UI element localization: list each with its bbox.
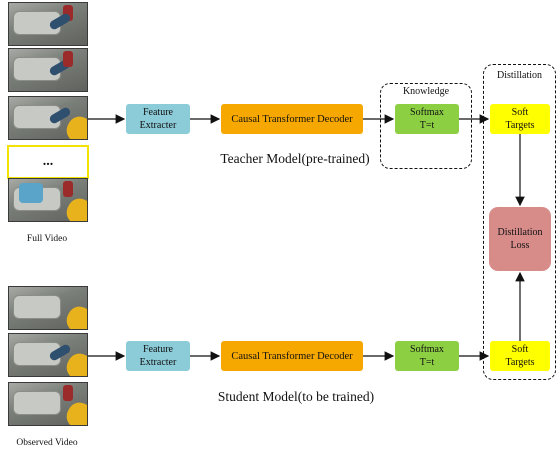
observed-video-frame-2: [8, 333, 88, 377]
teacher-model-label: Teacher Model(pre-trained): [220, 151, 370, 166]
distillation-group-label: Distillation: [497, 70, 542, 81]
teacher-softmax: Softmax T=t: [395, 104, 459, 134]
teacher-soft-targets: Soft Targets: [490, 104, 550, 134]
full-video-frame-4: [8, 178, 88, 222]
full-video-frame-2: [8, 48, 88, 92]
teacher-causal-transformer-decoder: Causal Transformer Decoder: [221, 104, 363, 134]
full-video-caption: Full Video: [26, 234, 68, 244]
full-video-frame-1: [8, 2, 88, 46]
student-model-label: Student Model(to be trained): [217, 389, 375, 404]
observed-video-caption: Observed Video: [16, 438, 78, 448]
full-video-frame-3: [8, 96, 88, 140]
teacher-feature-extracter: Feature Extracter: [126, 104, 190, 134]
observed-video-frame-3: [8, 382, 88, 426]
knowledge-group: [380, 83, 472, 169]
knowledge-label: Knowledge: [402, 86, 450, 97]
student-feature-extracter: Feature Extracter: [126, 341, 190, 371]
student-soft-targets: Soft Targets: [490, 341, 550, 371]
distillation-loss: Distillation Loss: [489, 207, 551, 271]
distillation-group: [483, 64, 556, 380]
observed-video-frame-1: [8, 286, 88, 330]
student-softmax: Softmax T=t: [395, 341, 459, 371]
student-causal-transformer-decoder: Causal Transformer Decoder: [221, 341, 363, 371]
